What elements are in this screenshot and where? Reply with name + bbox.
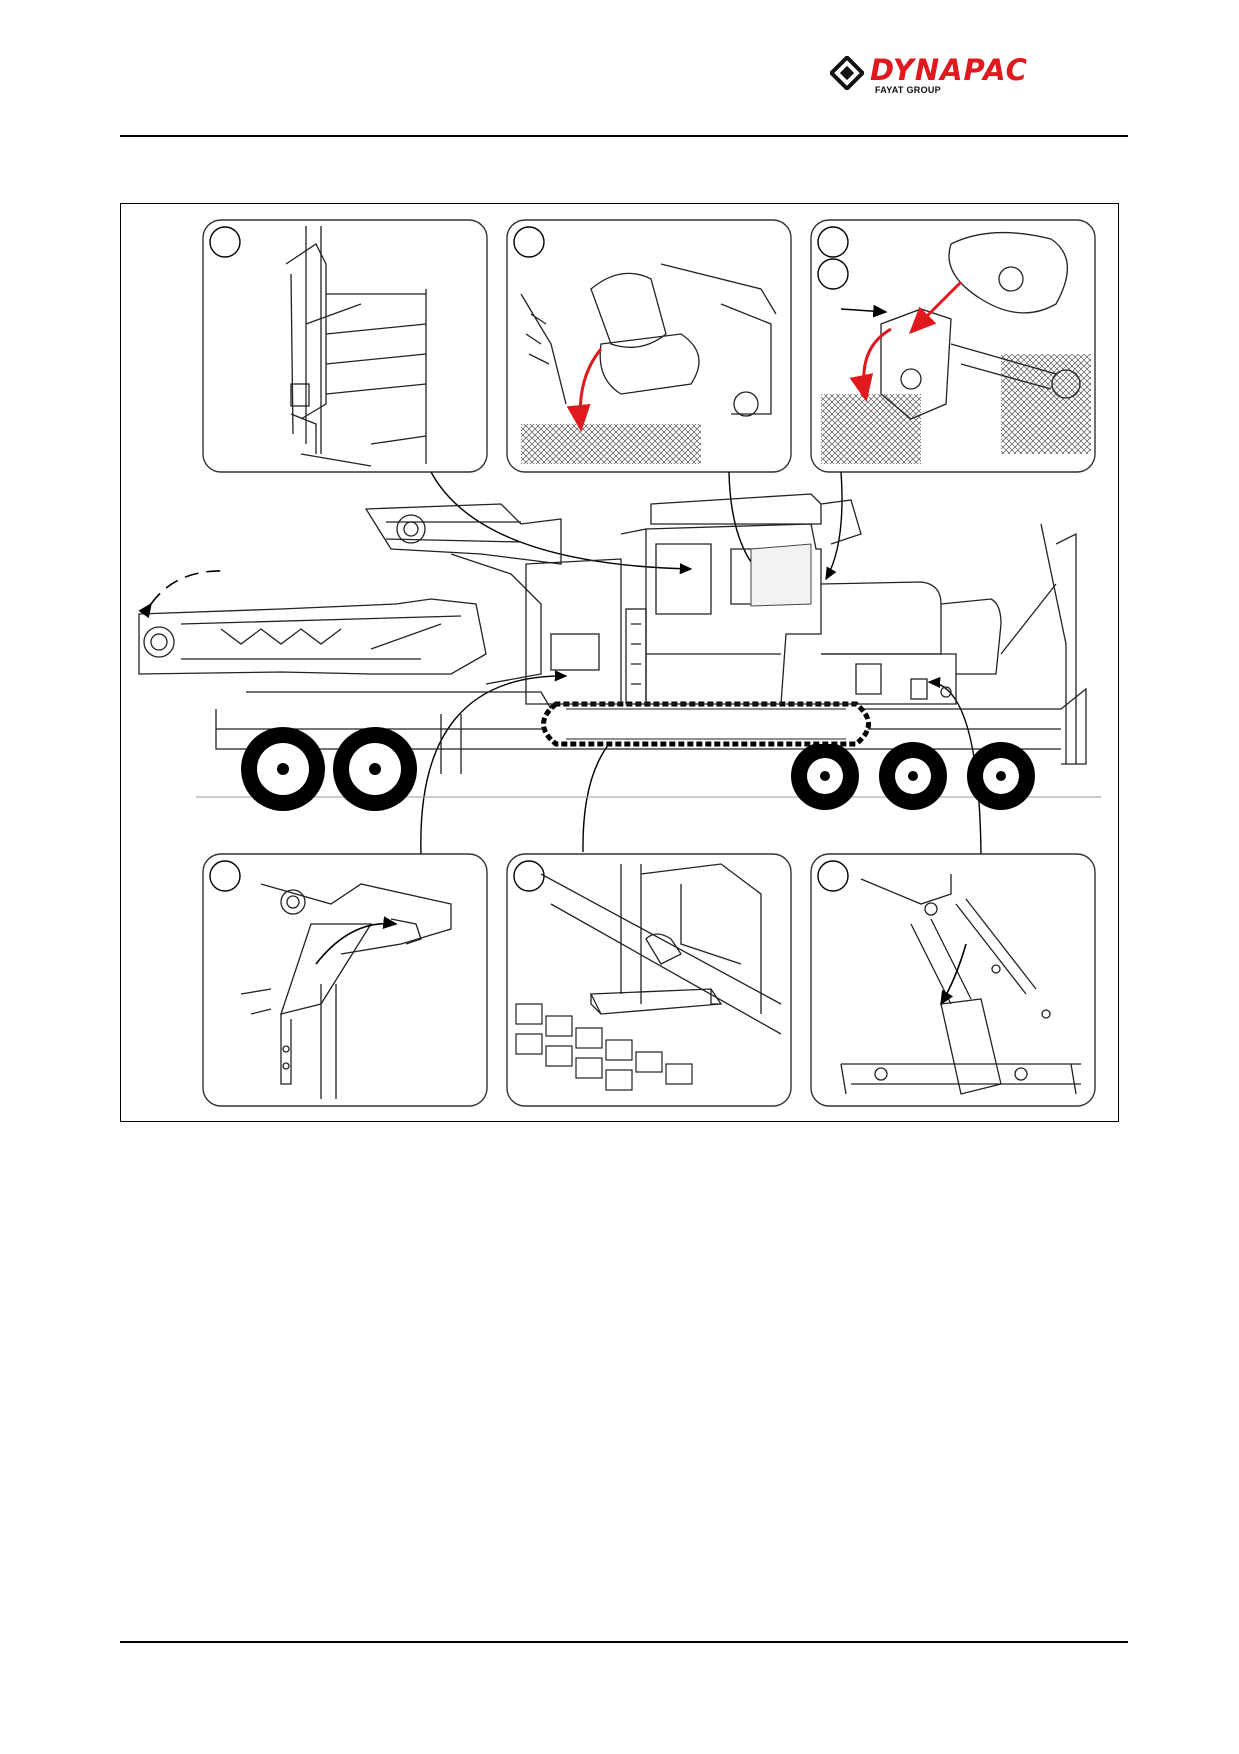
callout-circle-icon (817, 258, 849, 290)
header-rule (120, 135, 1128, 137)
machine-on-trailer-drawing (138, 493, 1101, 811)
callout-circle-icon (513, 860, 545, 892)
dynapac-logo: DYNAPAC FAYAT GROUP (830, 52, 1130, 102)
callout-circle-icon (209, 860, 241, 892)
callout-circle-icon (817, 226, 849, 258)
detail-panel-operator-seat (506, 219, 792, 473)
figure-drawing (138, 219, 1101, 1107)
detail-panel-side-frame-latch (202, 219, 488, 473)
detail-panel-hydraulic-cylinder (810, 853, 1096, 1107)
detail-panel-hitch-bracket (202, 853, 488, 1107)
brand-name: DYNAPAC (870, 53, 1028, 87)
detail-panel-track-step (506, 853, 792, 1107)
callout-circle-icon (817, 860, 849, 892)
detail-panel-console-cover (810, 219, 1096, 473)
technical-figure (120, 203, 1119, 1122)
callout-circle-icon (513, 226, 545, 258)
callout-circle-icon (209, 226, 241, 258)
footer-rule (120, 1641, 1128, 1643)
logo-diamond-icon (830, 56, 864, 90)
trailer-wheels (241, 727, 1035, 811)
crawler-track (541, 701, 871, 747)
brand-group: FAYAT GROUP (875, 85, 941, 95)
